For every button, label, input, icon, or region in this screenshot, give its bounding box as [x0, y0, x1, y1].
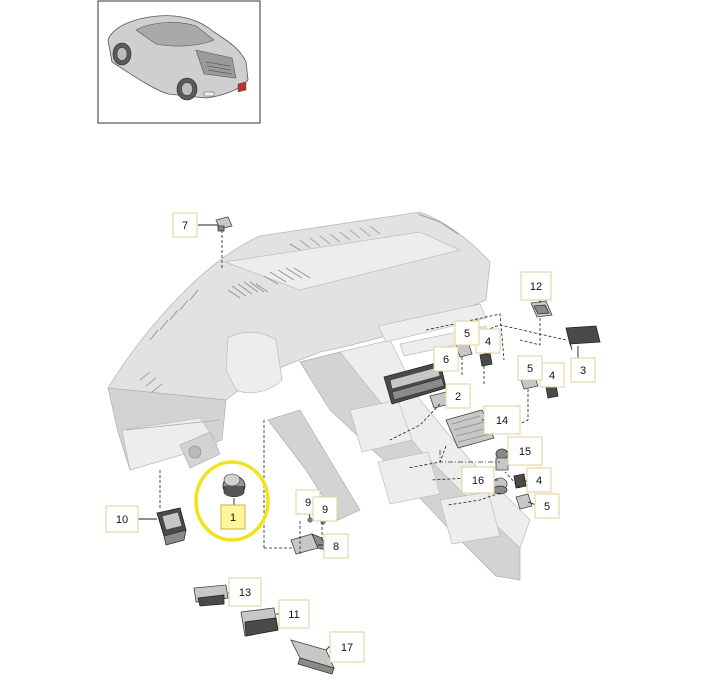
callout-12: 12 [520, 271, 552, 301]
callout-14: 14 [483, 405, 521, 435]
callout-3: 3 [570, 357, 596, 383]
callout-6-label: 6 [443, 354, 449, 366]
callout-5-c: 5 [534, 493, 560, 519]
vent-left [139, 371, 163, 393]
callout-9-a-label: 9 [305, 497, 311, 509]
callout-8-label: 8 [333, 541, 339, 553]
callout-4-a: 4 [475, 328, 501, 354]
part-11-control [240, 607, 279, 637]
callout-4-c: 4 [526, 467, 552, 493]
part-17-strip [290, 639, 335, 675]
callout-15: 15 [507, 436, 543, 466]
callout-4-b: 4 [539, 362, 565, 388]
callout-5-c-label: 5 [544, 501, 550, 513]
car-illustration [107, 15, 249, 101]
part-16-button [492, 477, 508, 495]
part-10-bracket [156, 507, 187, 546]
part-1-knob [222, 473, 246, 498]
callout-16: 16 [461, 466, 495, 494]
callout-5-b: 5 [517, 355, 543, 381]
part-15-sensor [495, 448, 509, 471]
defrost-grille [149, 289, 199, 341]
callout-9-b: 9 [312, 496, 338, 522]
part-14-tray [445, 409, 495, 449]
callout-5-a: 5 [454, 320, 480, 346]
callout-10-label: 10 [116, 514, 128, 526]
highlight-ring [194, 460, 270, 542]
callout-13: 13 [228, 577, 262, 607]
routing-lines [159, 230, 567, 554]
part-5-connector-c [515, 493, 533, 510]
callout-7-label: 7 [182, 220, 188, 232]
part-12-switch [530, 300, 553, 318]
part-4-plug-c [513, 473, 527, 489]
callout-2: 2 [445, 383, 471, 409]
callout-12-label: 12 [530, 281, 542, 293]
callout-11-label: 11 [288, 609, 299, 621]
callout-14-label: 14 [496, 415, 508, 427]
callout-4-a-label: 4 [485, 336, 491, 348]
part-13-switch [193, 584, 229, 607]
callout-11: 11 [278, 599, 310, 629]
part-9-screw-a [307, 517, 313, 523]
part-8-module [290, 533, 327, 555]
callout-4-c-label: 4 [536, 475, 542, 487]
callout-7: 7 [172, 212, 198, 238]
vent-center-left [227, 281, 269, 299]
callout-1: 1 [220, 504, 246, 530]
callout-2-label: 2 [455, 391, 461, 403]
part-3-control-unit [565, 325, 601, 351]
callout-1-label: 1 [230, 512, 236, 524]
callout-5-a-label: 5 [464, 328, 470, 340]
vent-center-right [263, 267, 311, 285]
callout-16-label: 16 [472, 475, 484, 487]
callout-17: 17 [329, 631, 365, 663]
callout-9-b-label: 9 [322, 504, 328, 516]
callout-15-label: 15 [519, 446, 531, 458]
callout-8: 8 [323, 533, 349, 559]
vehicle-thumbnail [97, 0, 261, 124]
callout-labels: 1 2 3 4 4 4 5 5 [105, 212, 596, 663]
part-6-control-panel [383, 361, 447, 405]
vent-top [289, 225, 381, 251]
callout-17-label: 17 [341, 642, 353, 654]
dashboard-assembly [107, 211, 531, 581]
callout-3-label: 3 [580, 365, 586, 377]
callout-5-b-label: 5 [527, 363, 533, 375]
callout-6: 6 [433, 346, 459, 372]
part-7-sensor [215, 216, 233, 232]
callout-4-b-label: 4 [549, 370, 555, 382]
callout-10: 10 [105, 505, 139, 533]
callout-13-label: 13 [239, 587, 251, 599]
